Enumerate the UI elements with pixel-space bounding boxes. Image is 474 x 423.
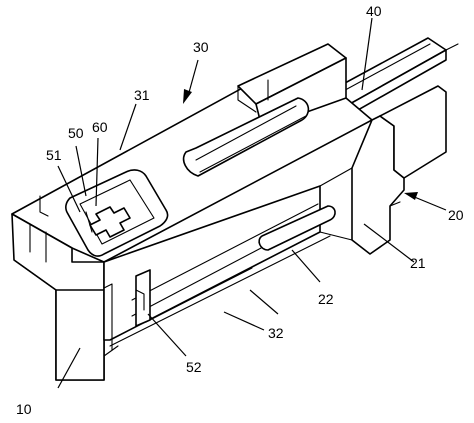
label-40: 40 [366, 3, 382, 19]
side-body-20 [319, 85, 447, 255]
label-50: 50 [68, 125, 84, 141]
reference-numerals: 10 20 21 22 30 31 32 40 50 51 52 60 [16, 3, 464, 417]
label-60: 60 [92, 119, 108, 135]
label-51: 51 [46, 147, 62, 163]
label-30: 30 [193, 39, 209, 55]
label-21: 21 [410, 255, 426, 271]
label-31: 31 [134, 87, 150, 103]
top-slot [182, 97, 310, 177]
label-10: 10 [16, 401, 32, 417]
terminal-window-50 [65, 169, 169, 257]
leader-lines [57, 17, 447, 389]
label-52: 52 [186, 359, 202, 375]
label-20: 20 [448, 207, 464, 223]
label-32: 32 [268, 325, 284, 341]
lower-channel [103, 185, 336, 357]
front-block-10 [11, 213, 105, 381]
latch-52 [103, 269, 151, 351]
label-22: 22 [318, 291, 334, 307]
